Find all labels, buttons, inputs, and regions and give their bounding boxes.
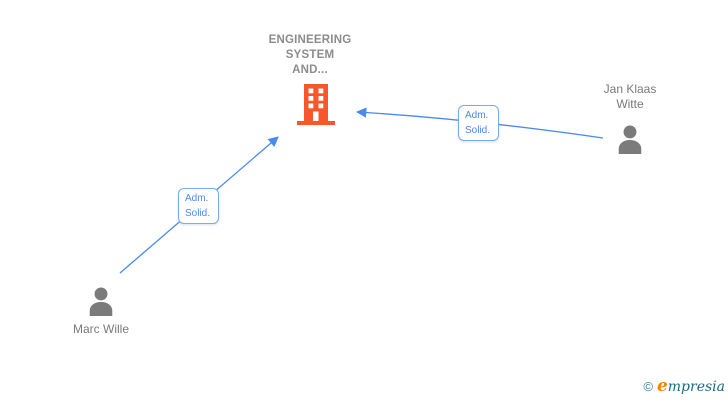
person-name: Marc Wille (73, 322, 129, 336)
empresia-logo[interactable]: © empresia (643, 376, 725, 396)
person-node-marc-wille[interactable]: Marc Wille (51, 287, 151, 337)
company-name: ENGINEERING SYSTEM AND... (268, 34, 352, 76)
brand-wordmark: empresia (657, 376, 725, 396)
edge-label-marc-adm-solid: Adm. Solid. (178, 188, 219, 224)
copyright-icon: © (643, 379, 653, 394)
company-node[interactable]: ENGINEERING SYSTEM AND... (230, 33, 390, 125)
person-name: Jan Klaas Witte (603, 82, 657, 111)
building-icon (297, 84, 335, 125)
brand-initial: e (656, 376, 668, 396)
brand-rest: mpresia (667, 379, 725, 395)
person-icon (618, 125, 642, 154)
person-node-jan-klaas-witte[interactable]: Jan Klaas Witte (570, 82, 690, 154)
edge-label-jan-adm-solid: Adm. Solid. (458, 105, 499, 141)
person-icon (89, 287, 113, 316)
